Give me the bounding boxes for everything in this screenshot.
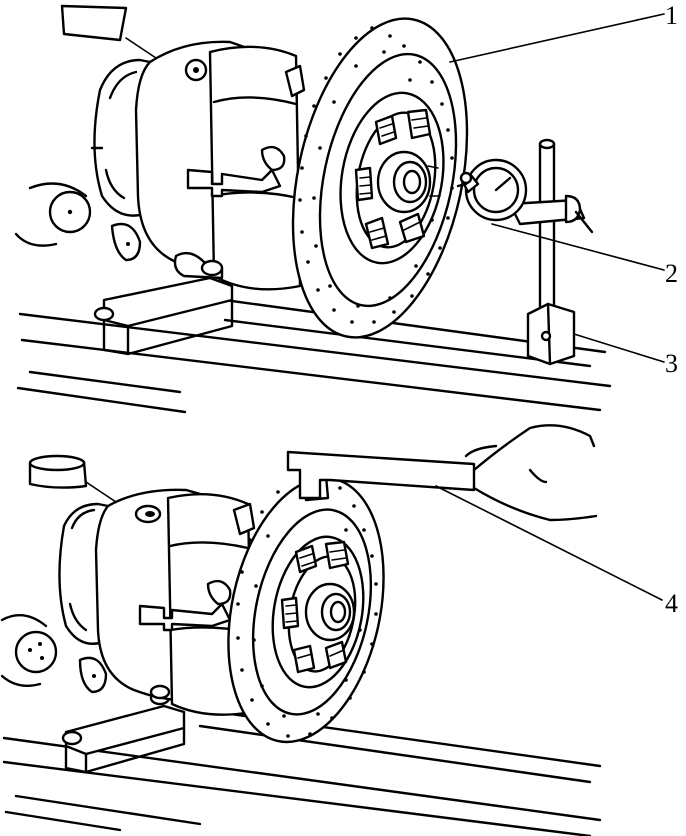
bottom-lathe-bed: [2, 706, 602, 836]
bottom-lever-hand: [286, 424, 598, 522]
callout-1-label: 1: [665, 1, 678, 30]
top-dial-indicator: [456, 138, 594, 366]
bottom-spindle-wheel: [0, 614, 108, 694]
top-damper-springs: [354, 108, 432, 250]
top-clutch-disc: [291, 17, 469, 339]
top-spindle-wheel: [14, 182, 142, 262]
top-leader-lines: [449, 13, 665, 363]
bottom-damper-springs: [280, 540, 350, 674]
top-figure: [14, 4, 665, 414]
callout-4-label: 4: [665, 589, 678, 618]
bottom-clutch-disc: [227, 474, 385, 744]
bottom-figure: [0, 424, 663, 836]
top-chuck: [173, 45, 306, 291]
callout-2-label: 2: [665, 259, 678, 288]
bottom-leader-lines: [435, 485, 663, 601]
top-disc-rivets: [298, 26, 454, 324]
callout-labels: 1 2 3 4: [665, 1, 678, 618]
callout-3-label: 3: [665, 349, 678, 378]
